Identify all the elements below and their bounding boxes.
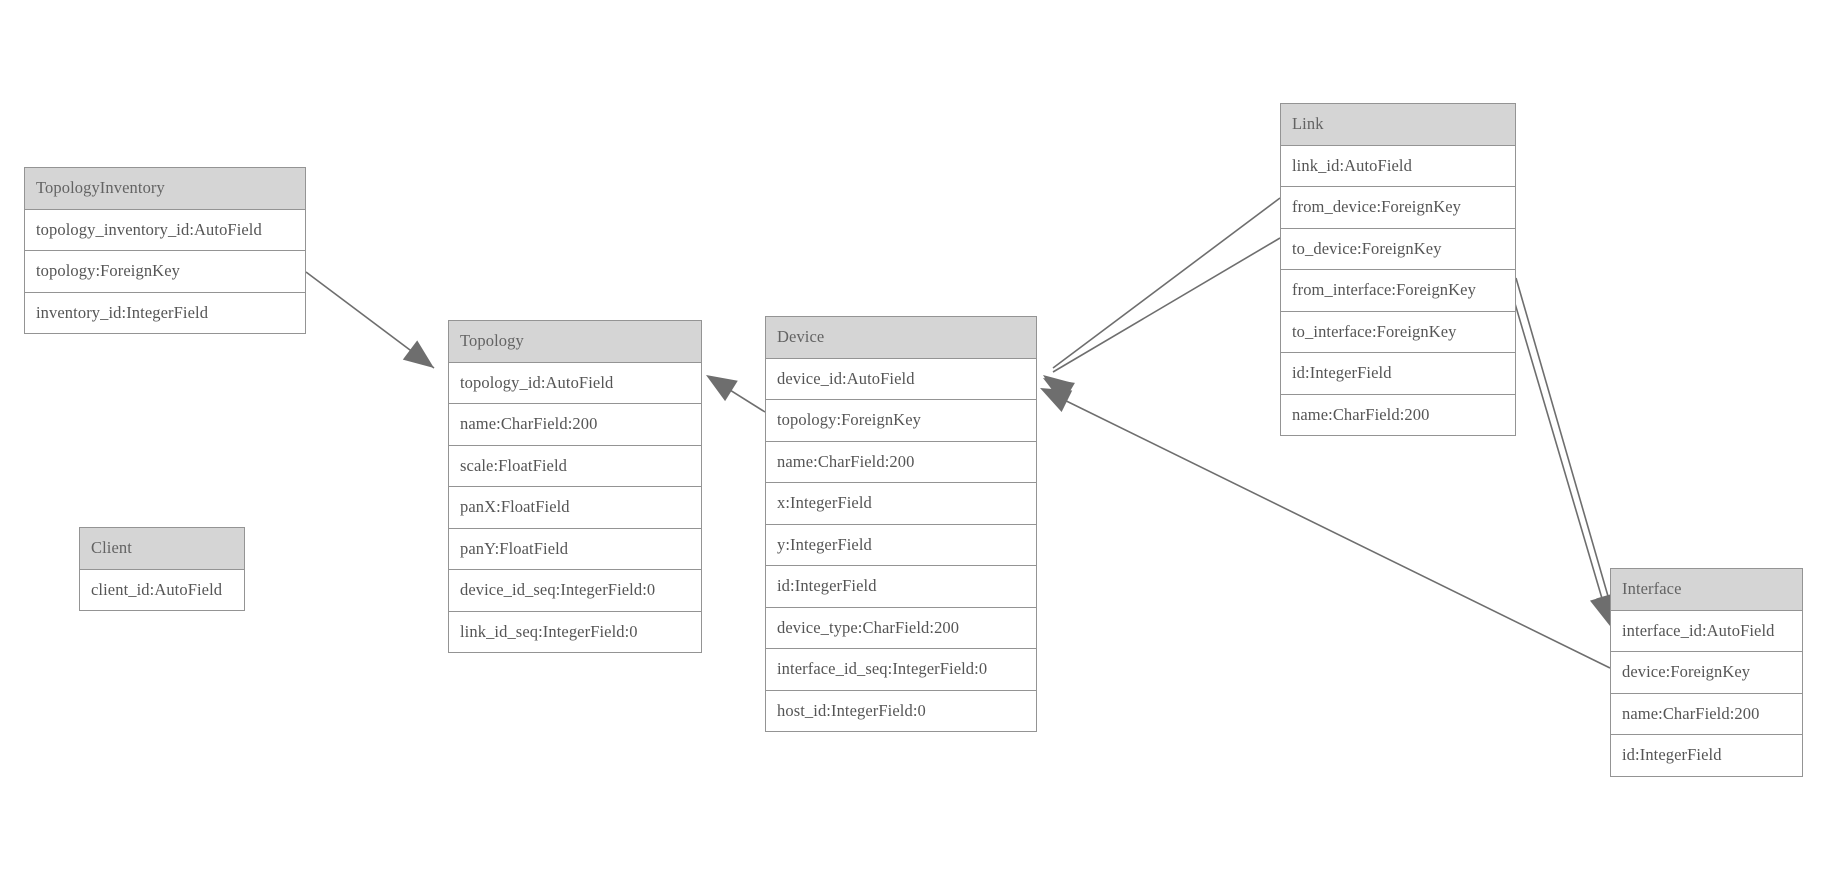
entity-field: inventory_id:IntegerField	[25, 292, 305, 333]
entity-field: id:IntegerField	[1281, 353, 1515, 395]
entity-field: topology_id:AutoField	[449, 362, 701, 404]
entity-title-topology_inventory: TopologyInventory	[25, 168, 305, 210]
entity-field: scale:FloatField	[449, 445, 701, 487]
entity-field: interface_id_seq:IntegerField:0	[766, 649, 1036, 691]
entity-field: topology_inventory_id:AutoField	[25, 209, 305, 251]
entity-field: topology:ForeignKey	[25, 251, 305, 293]
entity-field: from_interface:ForeignKey	[1281, 270, 1515, 312]
entity-title-interface: Interface	[1611, 569, 1802, 611]
relationship-arrowhead-link-to-device	[1043, 378, 1075, 404]
entity-field: x:IntegerField	[766, 483, 1036, 525]
entity-field: link_id:AutoField	[1281, 145, 1515, 187]
entity-field: link_id_seq:IntegerField:0	[449, 611, 701, 652]
entity-field: name:CharField:200	[449, 404, 701, 446]
entity-field: id:IntegerField	[1611, 735, 1802, 776]
entity-field: name:CharField:200	[1611, 693, 1802, 735]
relationship-line-link-to-device	[1052, 237, 1281, 373]
entity-field: panY:FloatField	[449, 528, 701, 570]
entity-field: panX:FloatField	[449, 487, 701, 529]
relationship-line-link-to-interface	[1510, 289, 1607, 613]
entity-field: interface_id:AutoField	[1611, 610, 1802, 652]
entity-field: topology:ForeignKey	[766, 400, 1036, 442]
entity-title-topology: Topology	[449, 321, 701, 363]
entity-field: host_id:IntegerField:0	[766, 690, 1036, 731]
entity-field: client_id:AutoField	[80, 569, 244, 610]
relationship-arrowhead-link-from-device	[1043, 375, 1075, 403]
entity-field: name:CharField:200	[766, 441, 1036, 483]
entity-field: from_device:ForeignKey	[1281, 187, 1515, 229]
entity-field: to_device:ForeignKey	[1281, 228, 1515, 270]
relationship-arrowhead-interface-device	[1040, 388, 1073, 413]
entity-field: id:IntegerField	[766, 566, 1036, 608]
relationship-line-topologyinventory-topology	[305, 271, 435, 369]
entity-field: device_type:CharField:200	[766, 607, 1036, 649]
entity-title-link: Link	[1281, 104, 1515, 146]
relationship-line-link-from-interface	[1515, 277, 1613, 611]
entity-field: to_interface:ForeignKey	[1281, 311, 1515, 353]
relationship-arrowhead-device-topology	[706, 375, 738, 402]
relationship-arrowhead-topologyinventory-topology	[402, 340, 434, 368]
entity-field: y:IntegerField	[766, 524, 1036, 566]
entity-field: device:ForeignKey	[1611, 652, 1802, 694]
entity-field: device_id_seq:IntegerField:0	[449, 570, 701, 612]
entity-field: name:CharField:200	[1281, 394, 1515, 435]
relationship-line-device-topology	[713, 379, 766, 413]
entity-title-device: Device	[766, 317, 1036, 359]
entity-field: device_id:AutoField	[766, 358, 1036, 400]
entity-title-client: Client	[80, 528, 244, 570]
relationship-line-link-from-device	[1052, 197, 1281, 369]
